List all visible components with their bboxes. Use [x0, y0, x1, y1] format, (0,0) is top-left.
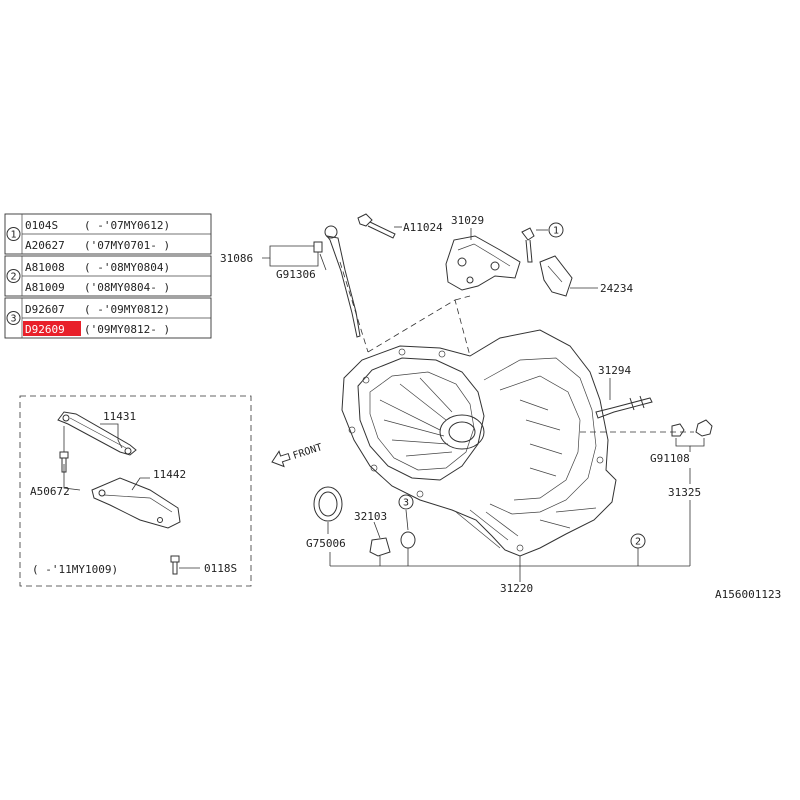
inset-panel: 11431 11442 A50672 0118S ( -'11MY1009) — [19, 395, 252, 587]
marker-2: 2 — [635, 537, 641, 548]
legend-range: ( -'09MY0812) — [84, 303, 170, 316]
diagram-id: A156001123 — [715, 588, 781, 601]
case-outline — [341, 329, 617, 557]
callout-31325: 31325 — [668, 486, 701, 499]
legend-marker-3-label: 3 — [10, 314, 16, 325]
marker-1: 1 — [553, 226, 559, 237]
callout-31029: 31029 — [451, 214, 484, 227]
front-arrow: FRONT — [271, 442, 324, 468]
legend-marker-1 — [6, 227, 21, 241]
leader-31220: 2 31220 — [330, 533, 690, 595]
callouts-dipstick: 31086 G91306 — [220, 245, 327, 281]
bracket-31029: 31029 1 24234 — [445, 214, 633, 297]
legend-range: ('09MY0812- ) — [84, 323, 170, 336]
legend-range: ('07MY0701- ) — [84, 239, 170, 252]
legend-part-highlighted[interactable]: D92609 — [25, 323, 65, 336]
inset-border — [19, 395, 252, 587]
bracket-part — [57, 411, 137, 456]
legend-marker-2 — [6, 269, 21, 283]
right-fasteners: 31294 G91108 31325 — [598, 364, 713, 566]
washer-marker-3 — [400, 531, 416, 549]
dashed-leader — [367, 299, 471, 357]
legend-part: D92607 — [25, 303, 65, 316]
legend-part: 0104S — [25, 219, 58, 232]
o-ring-g91306 — [313, 241, 323, 253]
inset-label-11431: 11431 — [103, 410, 136, 423]
marker-3: 3 — [403, 498, 409, 509]
legend-marker-2-label: 2 — [10, 272, 16, 283]
callout-24234: 24234 — [600, 282, 633, 295]
clip-24234 — [539, 255, 573, 297]
legend-range: ('08MY0804- ) — [84, 281, 170, 294]
front-arrow-icon — [271, 450, 291, 468]
callout-31086: 31086 — [220, 252, 253, 265]
callout-g91306: G91306 — [276, 268, 316, 281]
callout-31220: 31220 — [500, 582, 533, 595]
legend-range: ( -'08MY0804) — [84, 261, 170, 274]
bell-housing — [357, 357, 485, 481]
oil-seal-g75006 — [313, 486, 343, 522]
inset-label-a50672: A50672 — [30, 485, 70, 498]
transmission-case — [341, 329, 653, 557]
callout-32103: 32103 — [354, 510, 387, 523]
legend-part: A20627 — [25, 239, 65, 252]
dipstick-assembly — [313, 225, 369, 353]
inset-label-11442: 11442 — [153, 468, 186, 481]
legend-table: 1 0104S ( -'07MY0612) A20627 ('07MY0701-… — [4, 213, 212, 339]
nut-31325 — [695, 419, 713, 437]
dipstick-handle — [324, 225, 338, 239]
bracket-31029-body — [445, 235, 521, 291]
dipstick — [325, 235, 361, 338]
marker-2-circle — [630, 533, 646, 549]
stud-31294 — [595, 397, 653, 419]
legend-part: A81008 — [25, 261, 65, 274]
front-label: FRONT — [292, 442, 324, 462]
legend-marker-3 — [6, 311, 21, 325]
callout-31294: 31294 — [598, 364, 631, 377]
inset-range-note: ( -'11MY1009) — [32, 563, 118, 576]
input-shaft-boss — [439, 414, 485, 450]
plug-32103 — [369, 537, 391, 557]
washer-g91108 — [671, 423, 685, 437]
legend-range: ( -'07MY0612) — [84, 219, 170, 232]
bolt-a11024: A11024 — [357, 213, 443, 239]
marker-1-circle — [548, 222, 564, 238]
lower-parts: 3 32103 G75006 — [306, 486, 416, 566]
plate-part — [91, 477, 181, 529]
callout-g91108: G91108 — [650, 452, 690, 465]
legend-part: A81009 — [25, 281, 65, 294]
callout-g75006: G75006 — [306, 537, 346, 550]
highlight-box — [23, 321, 81, 336]
marker-3-circle — [398, 494, 414, 510]
legend-marker-1-label: 1 — [10, 230, 16, 241]
callout-a11024: A11024 — [403, 221, 443, 234]
inset-label-0118s: 0118S — [204, 562, 237, 575]
